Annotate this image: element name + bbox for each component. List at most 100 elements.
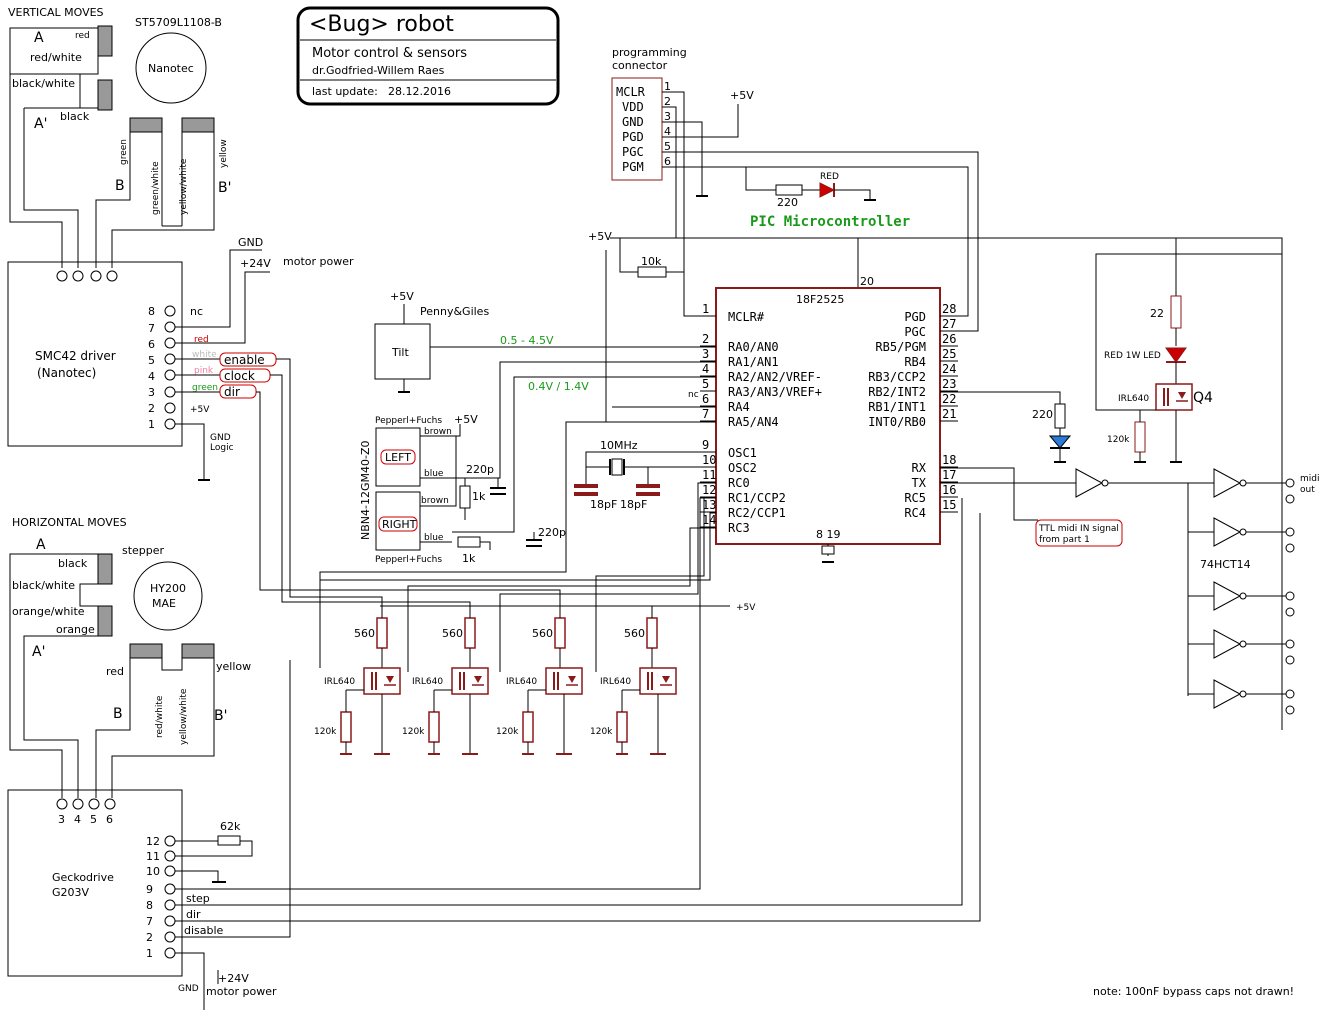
- pic-pin-name-26: RB5/PGM: [875, 340, 926, 354]
- smc42-gnd-logic-1: GND: [210, 433, 231, 443]
- prox-brand-top: Pepperl+Fuchs: [375, 416, 442, 426]
- mos-irl-1: IRL640: [324, 677, 355, 687]
- pic-pin-name-5: RA3/AN3/VREF+: [728, 385, 822, 399]
- pic-pin-num-17: 17: [942, 468, 956, 482]
- prox-right: RIGHT: [382, 518, 417, 531]
- horizontal-wire-orange: orange: [56, 623, 95, 636]
- smc42-pin-6: 6: [148, 338, 155, 351]
- gecko-pin-5: 5: [90, 813, 97, 826]
- gecko-sig-step: step: [186, 892, 210, 905]
- mos-r120k-1: 120k: [314, 727, 337, 737]
- vertical-wire-black-white: black/white: [12, 77, 75, 90]
- prog-led-red: RED: [820, 172, 839, 182]
- smc42-pin2-5v: +5V: [190, 405, 210, 415]
- mos-r560-4: 560: [624, 627, 645, 640]
- prox-5v: +5V: [454, 413, 478, 426]
- title-block: <Bug> robot Motor control & sensors dr.G…: [296, 6, 560, 106]
- horizontal-coil-a: A: [36, 537, 46, 553]
- pic-pin-num-2: 2: [702, 332, 709, 346]
- pic-pin-name-15: RC4: [904, 506, 926, 520]
- pic-pin-name-12: RC1/CCP2: [728, 491, 786, 505]
- horizontal-coil-b: B: [113, 706, 123, 722]
- gecko-r62k: 62k: [220, 820, 241, 833]
- smc42-pin-5: 5: [148, 354, 155, 367]
- prox-brand-bot: Pepperl+Fuchs: [375, 555, 442, 565]
- power-r22: 22: [1150, 307, 1164, 320]
- pic-r10k: 10k: [641, 255, 662, 268]
- smc42-pin-4: 4: [148, 370, 155, 383]
- gecko-pin-8: 8: [146, 899, 153, 912]
- gecko-gnd: GND: [178, 984, 199, 994]
- vertical-coil-a: A: [34, 30, 44, 46]
- pic-pin-name-10: OSC2: [728, 461, 757, 475]
- tilt-brand: Penny&Giles: [420, 305, 489, 318]
- pic-5v: +5V: [588, 230, 612, 243]
- vertical-wire-red: red: [75, 31, 90, 41]
- smc42-nc: nc: [190, 305, 203, 318]
- pic-chip-name: 18F2525: [796, 293, 844, 306]
- horizontal-motor-brand: MAE: [152, 597, 176, 610]
- pic-pin-num-1: 1: [702, 302, 709, 316]
- signal-clock: clock: [224, 369, 255, 383]
- power-r120k: 120k: [1107, 435, 1130, 445]
- prog-num-4: 4: [664, 125, 671, 138]
- pic-pin-num-23: 23: [942, 377, 956, 391]
- pic-pin-num-18: 18: [942, 453, 956, 467]
- tilt-5v: +5V: [390, 290, 414, 303]
- pic-pin-num-10: 10: [702, 453, 716, 467]
- mos-irl-4: IRL640: [600, 677, 631, 687]
- gecko-pin-9: 9: [146, 883, 153, 896]
- update-label: last update:: [312, 85, 378, 98]
- prog-num-6: 6: [664, 155, 671, 168]
- pic-pin-num-26: 26: [942, 332, 956, 346]
- smc42-24v: +24V: [240, 257, 271, 270]
- mos-r560-1: 560: [354, 627, 375, 640]
- vertical-coil-b-prime: B': [218, 180, 231, 196]
- gecko-pin-6: 6: [106, 813, 113, 826]
- horizontal-heading: HORIZONTAL MOVES: [12, 516, 127, 529]
- gecko-pin-10: 10: [146, 865, 160, 878]
- prox-c220p-2: 220p: [538, 526, 566, 539]
- prog-num-3: 3: [664, 110, 671, 123]
- horizontal-coil-a-prime: A': [32, 644, 45, 660]
- pic-pin-name-7: RA5/AN4: [728, 415, 779, 429]
- prog-pin-mclr: MCLR: [616, 85, 646, 99]
- vertical-wire-yellow: yellow: [219, 139, 229, 168]
- footer-note: note: 100nF bypass caps not drawn!: [1093, 985, 1294, 998]
- pic-pin-name-21: INT0/RB0: [868, 415, 926, 429]
- vertical-wire-green: green: [119, 139, 129, 165]
- pic-pin-num-3: 3: [702, 347, 709, 361]
- mos-r120k-3: 120k: [496, 727, 519, 737]
- pic-section: PIC Microcontroller +5V 10k 20 18F2525 1…: [574, 214, 1283, 730]
- pic-pin-name-22: RB1/INT1: [868, 400, 926, 414]
- horizontal-motor-part: HY200: [150, 582, 186, 595]
- prog-5v: +5V: [730, 89, 754, 102]
- prog-pin-pgc: PGC: [622, 145, 644, 159]
- power-led-label: RED 1W LED: [1104, 351, 1161, 361]
- pic-pin-name-14: RC3: [728, 521, 750, 535]
- smc42-gnd: GND: [238, 236, 263, 249]
- gecko-pin-3: 3: [58, 813, 65, 826]
- sensor-section: +5V Penny&Giles Tilt 0.5 - 4.5V Pepperl+…: [319, 290, 716, 668]
- prox-r1k-2: 1k: [462, 552, 476, 565]
- prog-label-1: programming: [612, 46, 687, 59]
- smc42-pin-8: 8: [148, 305, 155, 318]
- gecko-pin-2: 2: [146, 931, 153, 944]
- smc42-motor-power: motor power: [283, 255, 354, 268]
- smc42-pin-3: 3: [148, 386, 155, 399]
- driver-row-5v: +5V: [736, 603, 756, 613]
- title-author: dr.Godfried-Willem Raes: [312, 64, 445, 77]
- pic-pin-num-11: 11: [702, 468, 716, 482]
- mos-irl-3: IRL640: [506, 677, 537, 687]
- pic-pin-name-23: RB2/INT2: [868, 385, 926, 399]
- pic-pin-num-27: 27: [942, 317, 956, 331]
- power-q4: Q4: [1193, 390, 1213, 406]
- geckodrive-box: [7, 789, 183, 977]
- pic-pin-name-16: RC5: [904, 491, 926, 505]
- prog-pin-pgd: PGD: [622, 130, 644, 144]
- pic-pin-name-1: MCLR#: [728, 310, 765, 324]
- pic-pin-name-13: RC2/CCP1: [728, 506, 786, 520]
- gecko-side-pins: 12 11 10 9 8 7 2 1: [146, 835, 176, 960]
